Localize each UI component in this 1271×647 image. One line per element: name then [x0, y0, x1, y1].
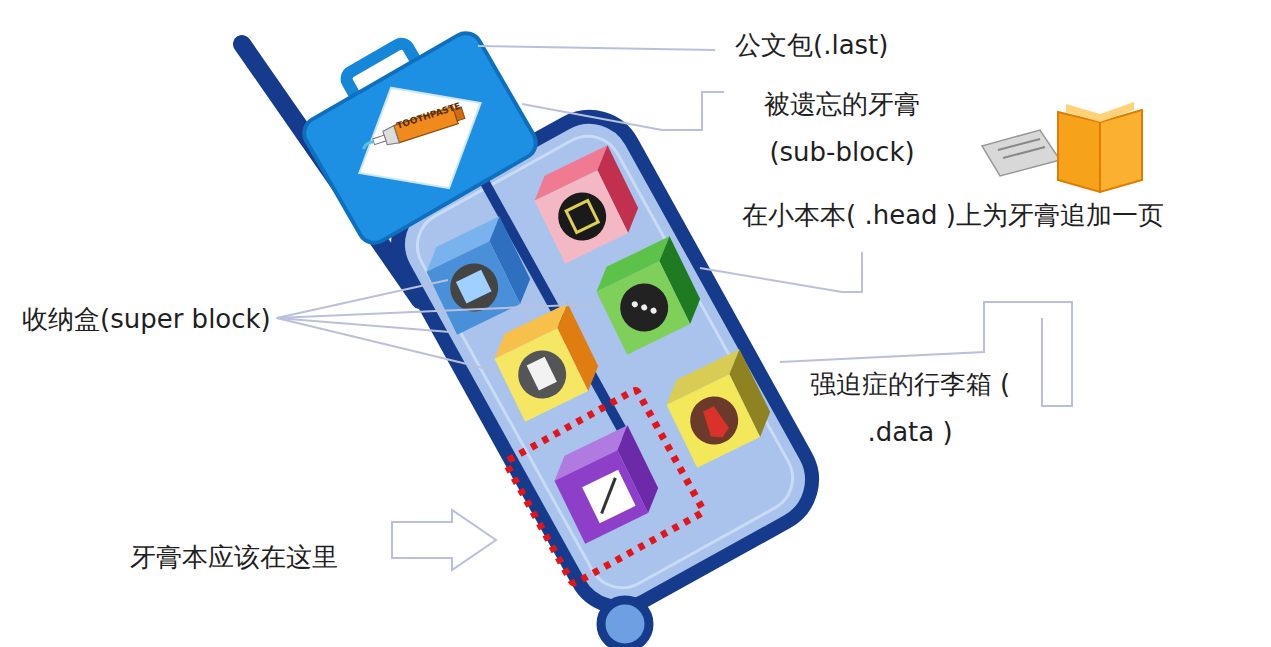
- green-box: [589, 236, 708, 355]
- notebook-icon: [982, 102, 1142, 192]
- purple-box: [547, 425, 666, 544]
- missing-spot-outline: [505, 389, 704, 584]
- red-box: [527, 145, 646, 264]
- briefcase: [287, 8, 541, 248]
- product-label: TOOTHPASTE: [395, 100, 462, 131]
- wheel: [601, 600, 649, 647]
- callout-label: 牙膏本应该在这里: [130, 540, 338, 574]
- callout-label: 强迫症的行李箱 ( .data ): [805, 360, 1015, 456]
- orange-box: [487, 303, 606, 422]
- callout-label: 公文包(.last): [735, 28, 888, 62]
- callout-label: 被遗忘的牙膏 (sub-block): [737, 80, 947, 176]
- olive-box: [659, 349, 778, 468]
- callout-label: 在小本本( .head )上为牙膏追加一页: [742, 198, 1164, 232]
- blue-box: [419, 216, 538, 335]
- callout-label: 收纳盒(super block): [22, 302, 271, 336]
- pointer-arrow: [392, 510, 496, 570]
